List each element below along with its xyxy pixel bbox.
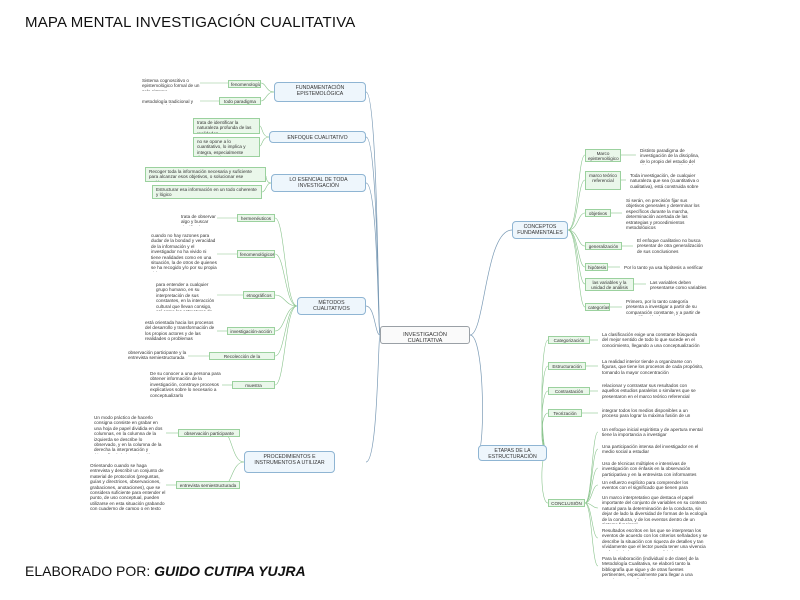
text-teorizacion: integrar todos los medios disponibles a …: [602, 408, 691, 419]
text-conclusion-1: Un enfoque inicial espiritista y de aper…: [602, 427, 703, 438]
leaf-investigacion-accion[interactable]: investigación-acción: [227, 327, 275, 335]
leaf-fenomenologia[interactable]: fenomenología: [228, 80, 261, 88]
node-esencial[interactable]: LO ESENCIAL DE TODA INVESTIGACIÓN: [271, 174, 366, 192]
text-todo-paradigma: metodología tradicional y estructural de…: [142, 99, 194, 105]
text-conclusion-2: Una participación intensa del investigad…: [602, 444, 699, 455]
text-marco-teorico: Toda investigación, de cualquier natural…: [630, 173, 699, 190]
text-conclusion-7: Para la elaboración (individual o de cla…: [602, 556, 699, 579]
leaf-entrevista[interactable]: entrevista semiestructurada: [176, 481, 240, 489]
leaf-objetivos[interactable]: objetivos: [585, 209, 611, 217]
leaf-conclusion[interactable]: CONCLUSIÓN: [548, 499, 585, 507]
text-entrevista: Orientando cuando se haga entrevista y d…: [90, 463, 166, 510]
node-etapas[interactable]: ETAPAS DE LA ESTRUCTURACIÓN: [478, 445, 547, 461]
leaf-teorizacion[interactable]: Teorización: [548, 409, 582, 417]
node-metodos[interactable]: MÉTODOS CUALITATIVOS: [297, 297, 366, 315]
node-conceptos[interactable]: CONCEPTOS FUNDAMENTALES: [512, 221, 568, 239]
text-generalizacion: El enfoque cualitativo no busca presenta…: [637, 238, 703, 254]
text-conclusion-4: Un esfuerzo explícito para comprender lo…: [602, 480, 689, 491]
text-observacion-participante: Un modo práctico de hacerlo consigna con…: [94, 415, 163, 454]
leaf-hipotesis[interactable]: hipótesis: [585, 263, 608, 271]
leaf-marco-teorico[interactable]: marco teórico referencial: [585, 171, 621, 190]
text-hipotesis: Por lo tanto ya usa hipótesis a verifica…: [624, 265, 703, 270]
leaf-hermeneuticos[interactable]: hermenéuticos: [237, 214, 275, 222]
author-prefix: ELABORADO POR:: [25, 563, 151, 579]
leaf-enfoque-2[interactable]: no se opone a lo cuantitativo, lo implic…: [193, 137, 260, 157]
text-conclusion-5: Un marco interpretativo que destaca el p…: [602, 495, 708, 524]
text-contrastacion: relacionar y contrastar sus resultados c…: [602, 383, 696, 399]
leaf-recoleccion[interactable]: Recolección de la información: [209, 352, 275, 360]
leaf-muestra-intencional[interactable]: muestra intencional: [232, 381, 275, 389]
text-conclusion-3: Uso de técnicas múltiples e intensivas d…: [602, 461, 697, 478]
text-conclusion-6: Resultados escritos en los que se interp…: [602, 528, 708, 551]
text-variables: Las variables deben presentarse como var…: [650, 280, 707, 291]
node-fundamentacion[interactable]: FUNDAMENTACIÓN EPISTEMOLÓGICA: [274, 82, 366, 102]
leaf-categorias[interactable]: categorías: [585, 303, 610, 311]
text-categorias: Primero, por lo tanto categoría presenta…: [626, 299, 701, 316]
text-hermeneuticos: trata de observar algo y buscar signific…: [181, 214, 216, 226]
text-marco-epistemologico: Distinto paradigma de investigación de l…: [640, 148, 700, 165]
text-muestra-intencional: De su conocer a una persona para obtener…: [150, 371, 221, 398]
leaf-categorizacion[interactable]: Categorización: [548, 336, 590, 344]
node-enfoque[interactable]: ENFOQUE CUALITATIVO: [269, 131, 366, 143]
text-objetivos: Si serán, en precisión fijar sus objetiv…: [626, 198, 700, 229]
leaf-generalizacion[interactable]: generalización: [585, 242, 622, 250]
leaf-variables[interactable]: las variables y la unidad de análisis: [585, 278, 634, 291]
leaf-esencial-2[interactable]: Estructurar esa información en un todo c…: [152, 185, 262, 199]
leaf-marco-epistemologico[interactable]: Marco epistemológico: [585, 149, 621, 162]
text-etnograficos: para entender a cualquier grupo humano, …: [156, 282, 215, 311]
leaf-enfoque-1[interactable]: trata de identificar la naturaleza profu…: [193, 118, 260, 134]
text-estructuracion: La realidad interior tiende a organizars…: [602, 359, 704, 375]
leaf-observacion-participante[interactable]: observación participante: [178, 429, 240, 437]
text-fenomenologicos: cuando no hay razones para dudar de la b…: [151, 233, 217, 272]
author-credit: ELABORADO POR: GUIDO CUTIPA YUJRA: [25, 563, 306, 579]
author-name: GUIDO CUTIPA YUJRA: [154, 563, 306, 579]
text-investigacion-accion: está orientada hacia los procesos del de…: [145, 320, 215, 341]
leaf-etnograficos[interactable]: etnográficos: [243, 291, 275, 299]
leaf-esencial-1[interactable]: Recoger toda la información necesaria y …: [145, 167, 266, 182]
leaf-estructuracion[interactable]: Estructuración: [548, 362, 586, 370]
leaf-todo-paradigma[interactable]: todo paradigma: [219, 97, 261, 105]
leaf-fenomenologicos[interactable]: fenomenológicos: [237, 250, 275, 258]
text-categorizacion: La clasificación exige una constante bús…: [602, 332, 700, 348]
node-procedimientos[interactable]: PROCEDIMIENTOS E INSTRUMENTOS A UTILIZAR: [244, 451, 335, 473]
text-recoleccion: observación participante y la entrevista…: [128, 350, 187, 361]
page-title: MAPA MENTAL INVESTIGACIÓN CUALITATIVA: [25, 14, 356, 31]
center-node[interactable]: INVESTIGACIÓN CUALITATIVA: [380, 326, 470, 344]
text-fenomenologia: Sistema cognoscitivo o epistemológico fo…: [142, 78, 200, 91]
leaf-contrastacion[interactable]: Contrastación: [548, 387, 590, 395]
